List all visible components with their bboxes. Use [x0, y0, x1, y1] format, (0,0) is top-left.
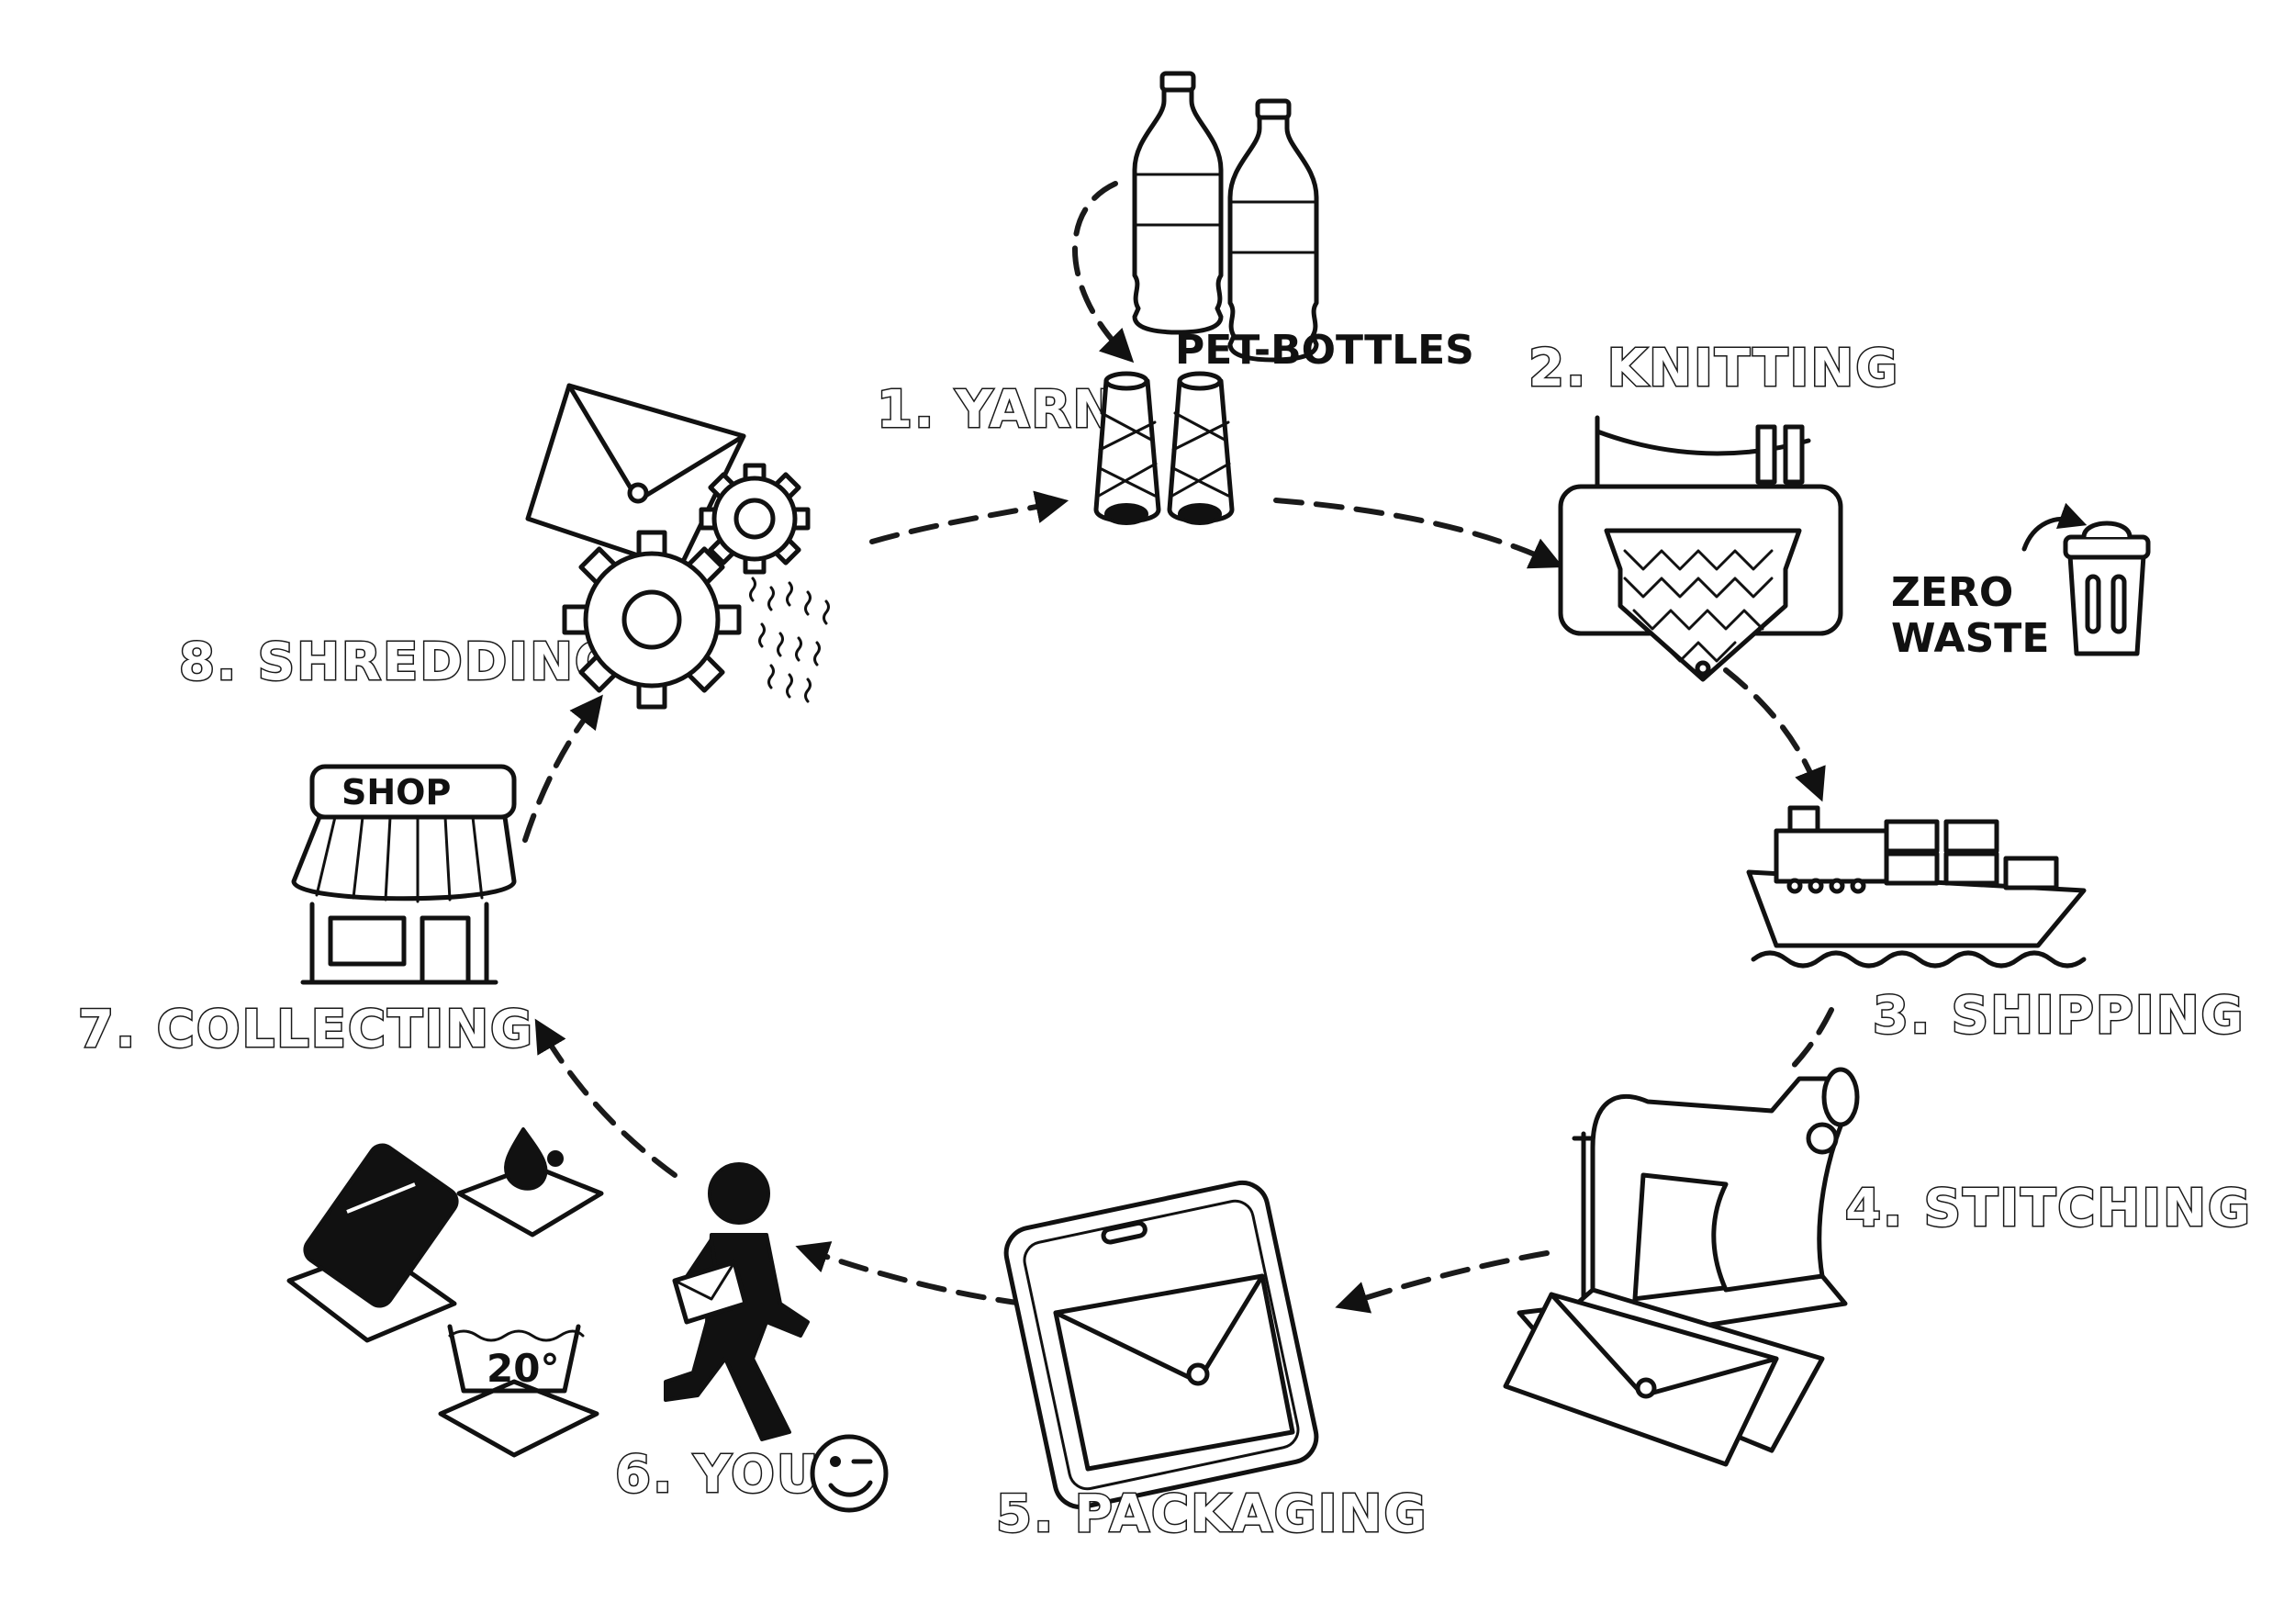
step-collecting-label: 7. COLLECTING	[78, 1000, 534, 1059]
envelope-bag-icon	[1053, 1273, 1295, 1472]
shredded-fibers	[749, 577, 830, 703]
shop-icon: SHOP	[291, 764, 517, 985]
gear-icon	[562, 463, 811, 710]
arrow-yarn-to-knitting	[1273, 498, 1564, 569]
step-shredding-label: 8. SHREDDING	[179, 633, 619, 692]
step-you-label: 6. YOU	[615, 1445, 820, 1505]
arrow-collecting-to-shredding	[522, 694, 603, 843]
sewing-machine-icon	[1503, 1067, 1860, 1467]
tablet-icon	[286, 1143, 459, 1343]
trash-bin-icon	[2021, 502, 2151, 656]
knitting-machine-icon	[1558, 415, 1843, 682]
wash-20-icon: 20°	[438, 1324, 599, 1458]
arrow-bottles-to-yarn	[1072, 181, 1135, 364]
arrow-stitching-to-packaging	[1335, 1250, 1550, 1314]
envelope-bag-icon	[525, 383, 746, 572]
zero-label: ZERO	[1891, 569, 2013, 616]
pet-bottles-label: PET-BOTTLES	[1175, 327, 1474, 374]
wink-emoji-icon	[810, 1434, 889, 1513]
arrow-shredding-to-yarn	[869, 490, 1069, 544]
wash-temp-label: 20°	[487, 1346, 559, 1391]
step-knitting-label: 2. KNITTING	[1528, 339, 1899, 398]
cycle-arrows	[522, 181, 1834, 1314]
walking-person-icon	[664, 1162, 810, 1441]
step-packaging-label: 5. PACKAGING	[996, 1484, 1427, 1544]
cargo-ship-icon	[1746, 805, 2087, 969]
shop-sign-label: SHOP	[341, 772, 451, 812]
arrow-knitting-to-shipping	[1723, 667, 1826, 802]
arrow-shipping-to-stitching	[1783, 1007, 1834, 1077]
step-yarn-label: 1. YARN	[877, 380, 1117, 440]
pet-bottle-icon	[1132, 71, 1319, 363]
arrow-you-to-collecting	[534, 1018, 677, 1178]
waste-label: WASTE	[1891, 615, 2049, 662]
arrow-packaging-to-you	[795, 1241, 1026, 1306]
yarn-spool-icon	[1093, 371, 1235, 525]
water-drop-icon	[456, 1127, 604, 1238]
step-stitching-label: 4. STITCHING	[1845, 1179, 2252, 1238]
step-shipping-label: 3. SHIPPING	[1873, 986, 2245, 1046]
